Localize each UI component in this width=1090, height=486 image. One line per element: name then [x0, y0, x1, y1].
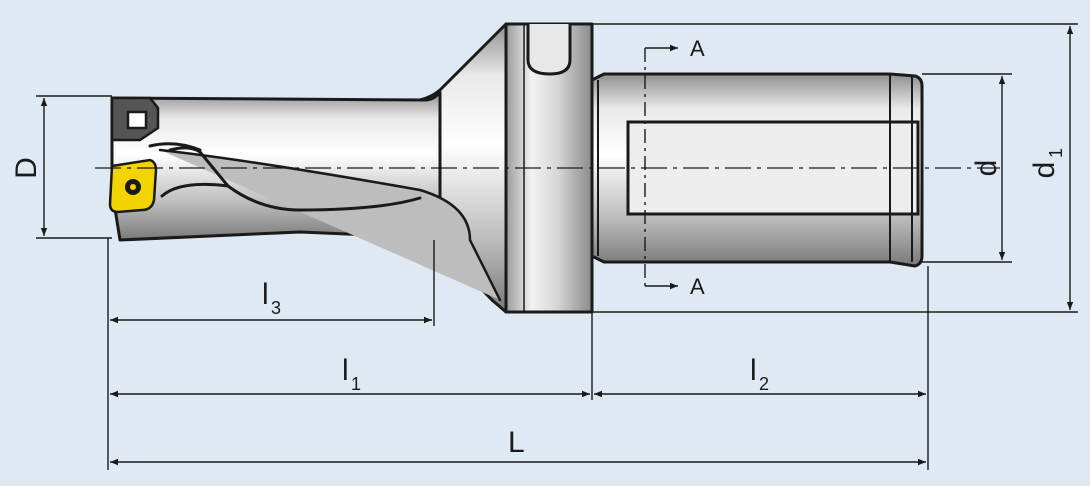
- flange-slot: [526, 24, 572, 76]
- label-L: L: [508, 426, 525, 459]
- label-l1: l 1: [342, 354, 361, 394]
- label-d1-sub: 1: [1046, 148, 1066, 158]
- label-section-top: A: [690, 36, 705, 61]
- label-l2-main: l: [750, 354, 757, 387]
- dimensions: [36, 23, 1078, 470]
- label-l3: l 3: [262, 278, 281, 318]
- label-l1-main: l: [342, 354, 349, 387]
- cutting-tip: [108, 96, 160, 214]
- section-marker: [644, 44, 678, 290]
- label-D: D: [10, 157, 43, 179]
- label-d: d: [970, 160, 1003, 177]
- label-l1-sub: 1: [351, 374, 361, 394]
- label-l3-main: l: [262, 278, 269, 311]
- flute: [148, 142, 502, 302]
- label-d1-main: d: [1028, 162, 1061, 179]
- label-l3-sub: 3: [271, 298, 281, 318]
- label-d1: d 1: [1028, 148, 1066, 178]
- label-l2-sub: 2: [759, 374, 769, 394]
- label-l2: l 2: [750, 354, 769, 394]
- label-section-bottom: A: [690, 274, 705, 299]
